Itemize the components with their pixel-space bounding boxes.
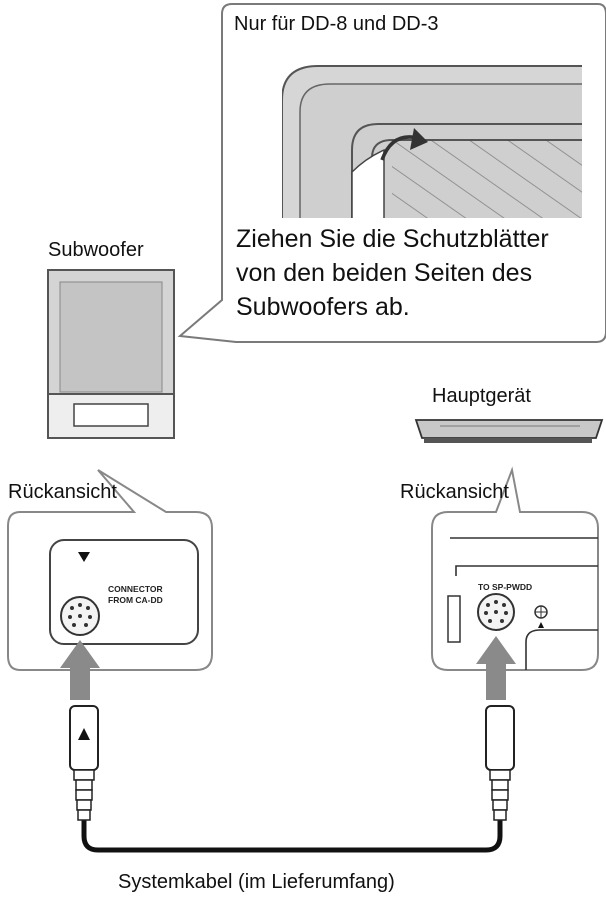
subwoofer-unit [47, 269, 175, 439]
triangle-down-icon [78, 552, 90, 562]
right-insertion-arrow [476, 636, 516, 700]
main-unit-connector-label: TO SP-PWDD [478, 582, 533, 592]
subwoofer-rear-view-label: Rückansicht [8, 481, 117, 503]
callout-instruction-line-1: Ziehen Sie die Schutzblätter [236, 225, 549, 253]
main-unit-label: Hauptgerät [432, 385, 531, 407]
triangle-up-icon [538, 622, 544, 628]
triangle-up-icon [78, 728, 90, 740]
subwoofer-connector-label-line-2: FROM CA-DD [108, 595, 163, 605]
subwoofer-label: Subwoofer [48, 239, 144, 261]
callout-instruction-line-2: von den beiden Seiten des [236, 259, 533, 287]
subwoofer-corner-photo [282, 40, 582, 218]
left-cable-plug [69, 705, 99, 821]
callout-instruction-line-3: Subwoofers ab. [236, 293, 410, 321]
subwoofer-connector-panel [49, 539, 199, 645]
main-unit-rear-view-label: Rückansicht [400, 481, 509, 503]
callout-title: Nur für DD-8 und DD-3 [234, 13, 439, 35]
subwoofer-connector-label-line-1: CONNECTOR [108, 584, 163, 594]
right-cable-plug [485, 705, 515, 821]
main-unit-connector-panel [447, 537, 598, 670]
main-unit-rear-view-bubble [431, 466, 599, 671]
main-unit [414, 419, 604, 443]
left-insertion-arrow [60, 640, 100, 700]
system-cable [69, 705, 515, 853]
system-cable-label: Systemkabel (im Lieferumfang) [118, 871, 395, 893]
